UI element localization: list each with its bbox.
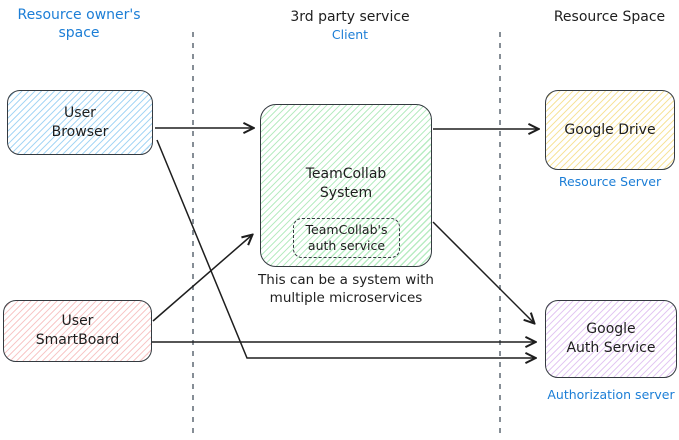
header-resource-space: Resource Space bbox=[553, 9, 666, 25]
header-resource-owner-space: Resource owner's space bbox=[17, 7, 141, 42]
header-third-party-service: 3rd party service bbox=[290, 9, 410, 25]
node-teamcollab-auth-service-label: TeamCollab's auth service bbox=[305, 221, 388, 253]
annotation-resource-server: Resource Server bbox=[558, 174, 662, 189]
annotation-authorization-server: Authorization server bbox=[547, 387, 675, 402]
node-google-auth-service-label: Google Auth Service bbox=[566, 321, 656, 356]
node-teamcollab-label: TeamCollab System bbox=[305, 166, 387, 201]
node-user-browser-label: User Browser bbox=[51, 104, 109, 140]
node-teamcollab-auth-service: TeamCollab's auth service bbox=[293, 218, 400, 258]
node-google-auth-service: Google Auth Service bbox=[545, 300, 677, 378]
node-user-smartboard: User SmartBoard bbox=[3, 300, 152, 362]
node-google-drive-label: Google Drive bbox=[564, 121, 656, 138]
node-teamcollab-system: TeamCollab System TeamCollab's auth serv… bbox=[260, 104, 432, 267]
node-google-drive: Google Drive bbox=[545, 90, 675, 170]
header-client: Client bbox=[331, 27, 369, 42]
annotation-microservices-note: This can be a system with multiple micro… bbox=[258, 272, 434, 307]
node-user-smartboard-label: User SmartBoard bbox=[35, 313, 120, 348]
node-user-browser: User Browser bbox=[7, 90, 153, 155]
